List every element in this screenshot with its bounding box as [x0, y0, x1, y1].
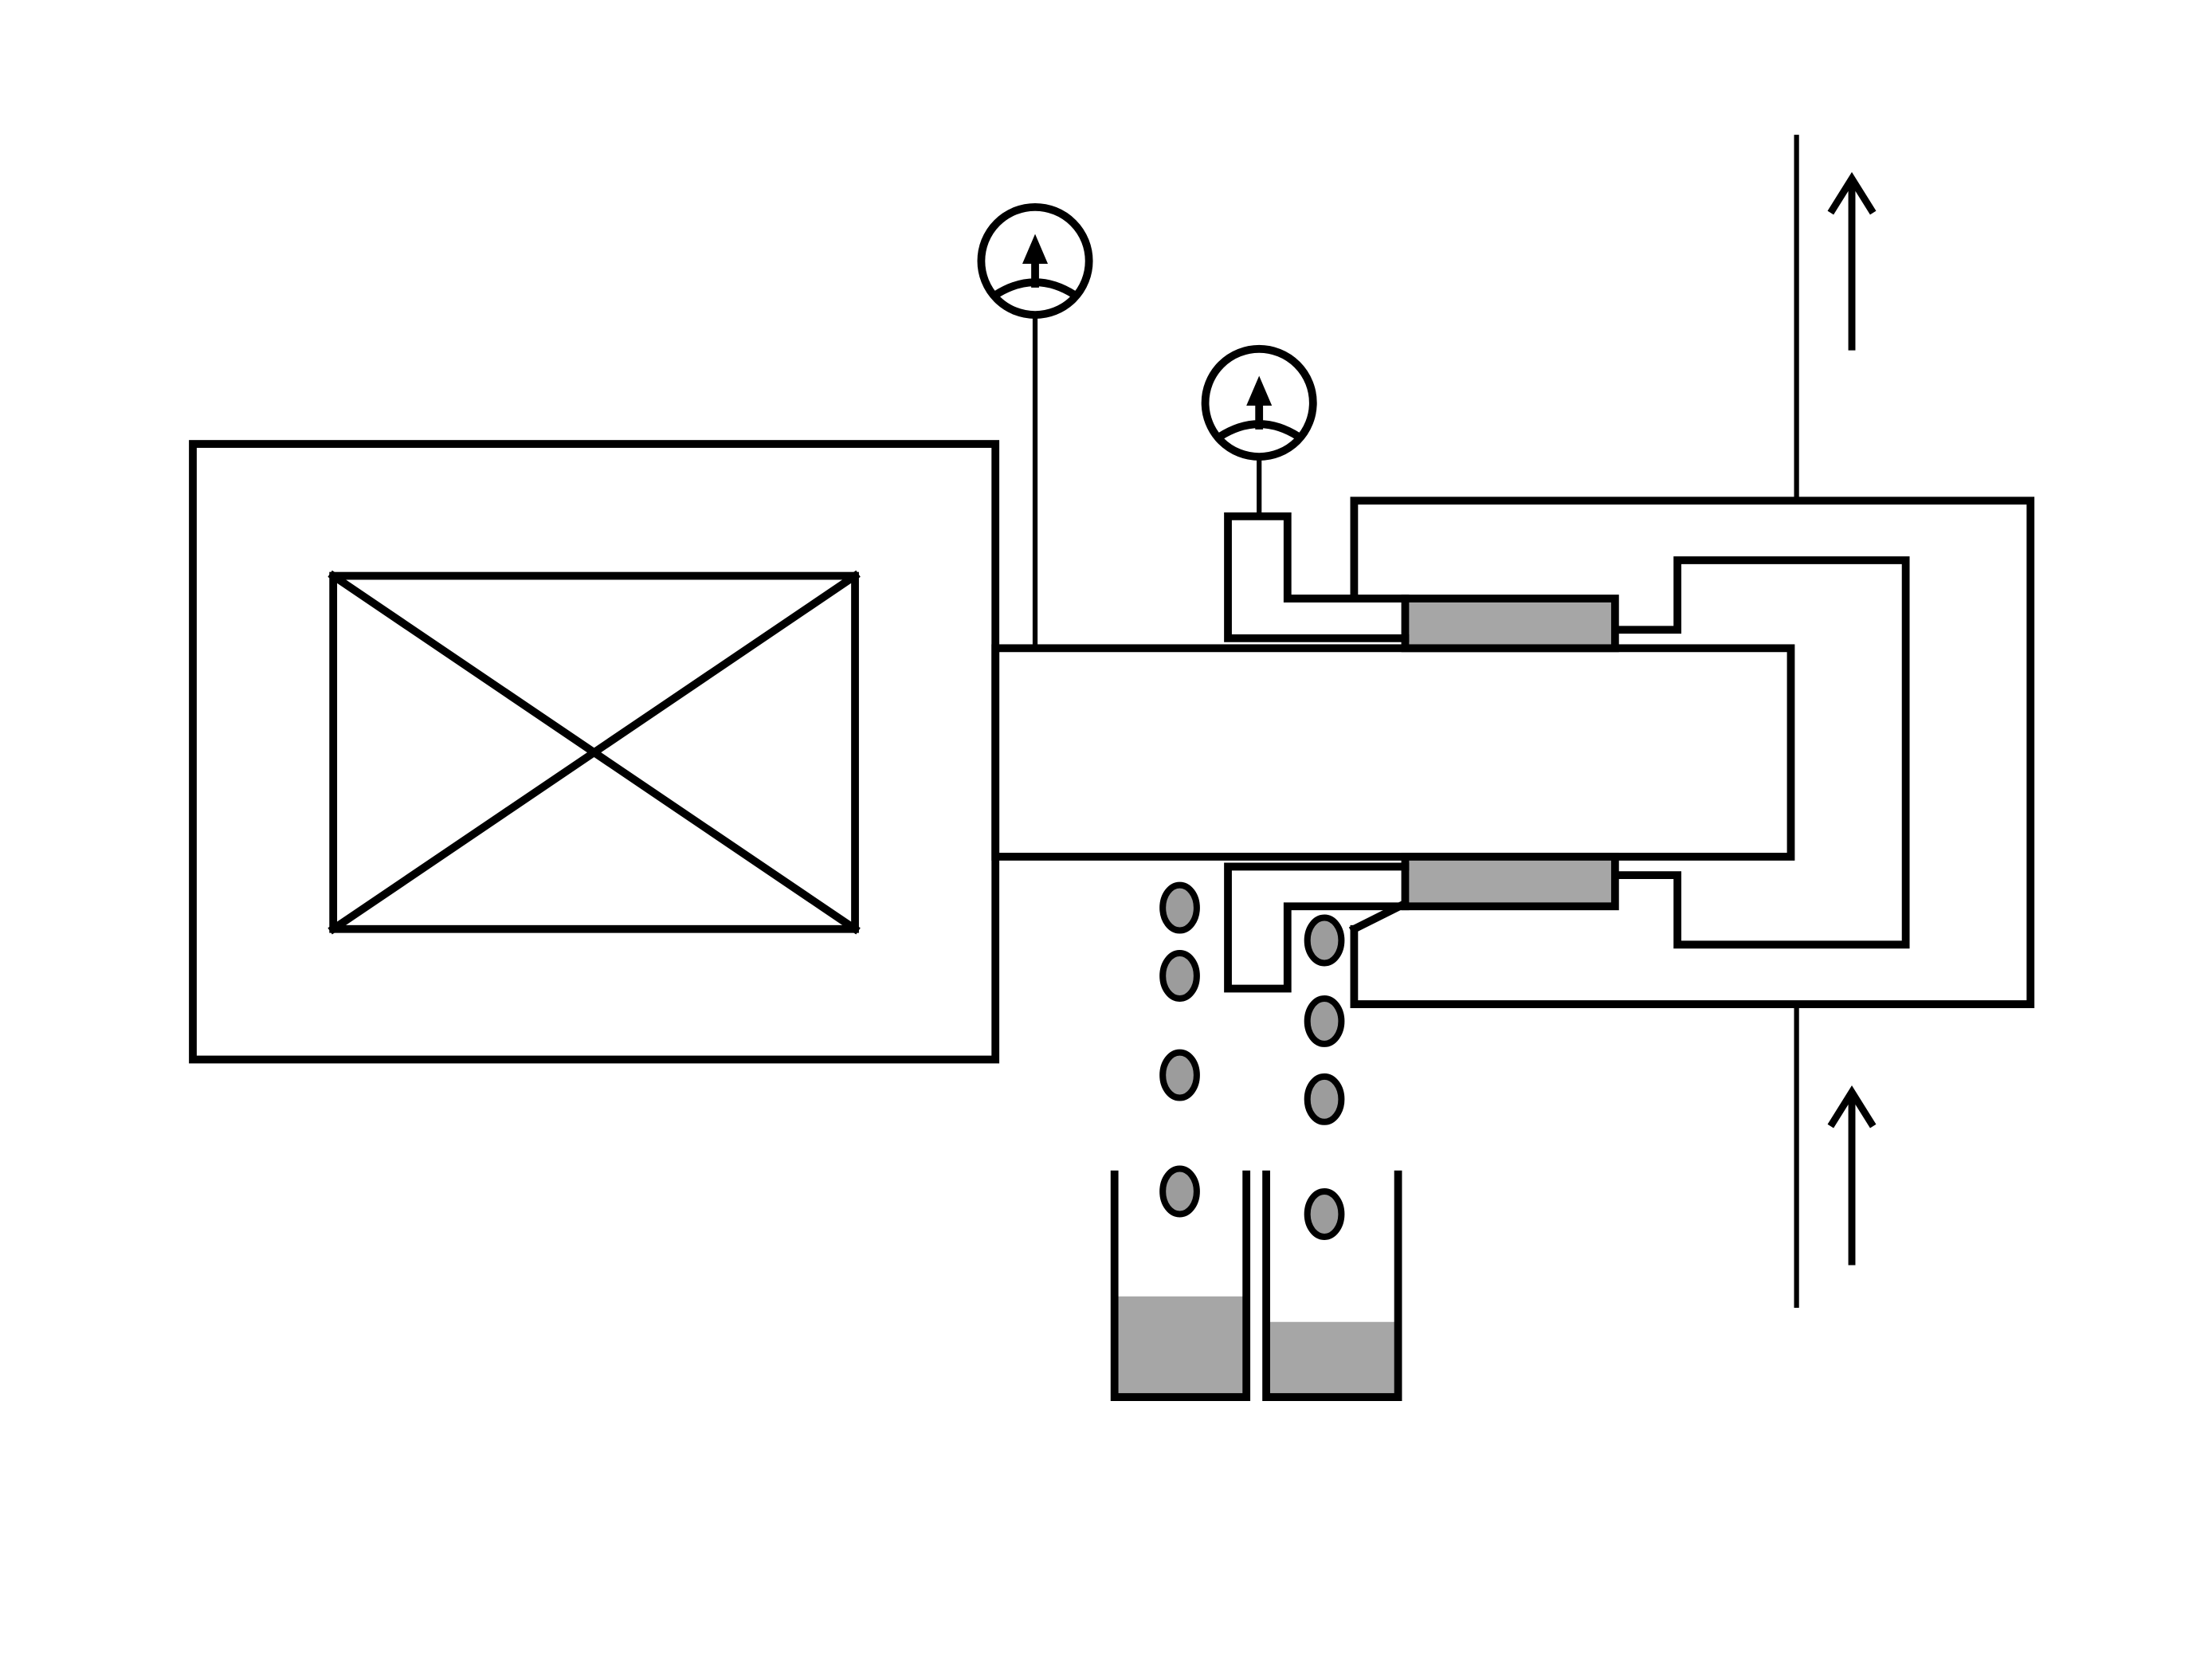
seal-upper	[1401, 595, 1619, 653]
droplet	[1304, 995, 1345, 1047]
inner-bearing-housing	[1610, 556, 1910, 949]
flow-arrow-lower	[1827, 1085, 1877, 1266]
droplet	[1159, 1049, 1200, 1101]
pressure-gauge-chamber	[1201, 344, 1317, 516]
droplet	[1304, 1187, 1345, 1240]
droplet	[1304, 914, 1345, 967]
cup-liquid	[1269, 1321, 1397, 1396]
droplet-stream-right	[1304, 914, 1345, 1240]
pressure-gauge-shaft	[977, 202, 1093, 649]
upper-gauge-port	[1224, 512, 1410, 642]
droplet	[1304, 1073, 1345, 1125]
drain-slope	[1348, 898, 1411, 935]
droplet	[1159, 881, 1200, 934]
gauge-pointer-icon	[1246, 375, 1273, 406]
lower-drain-port	[1224, 862, 1410, 993]
leak-collection-cup-left	[1110, 1170, 1251, 1401]
flow-arrow-upper	[1827, 171, 1877, 351]
seal-lower	[1401, 853, 1619, 911]
cup-liquid	[1117, 1296, 1244, 1396]
gauge-pointer-icon	[1022, 234, 1049, 265]
leak-collection-cup-right	[1262, 1170, 1402, 1401]
droplet	[1159, 949, 1200, 1002]
shaft	[991, 644, 1795, 861]
droplet-stream-left	[1159, 881, 1200, 1218]
motor-symbol	[327, 570, 861, 935]
droplet	[1159, 1165, 1200, 1218]
bearing-housing	[1350, 496, 2035, 1008]
